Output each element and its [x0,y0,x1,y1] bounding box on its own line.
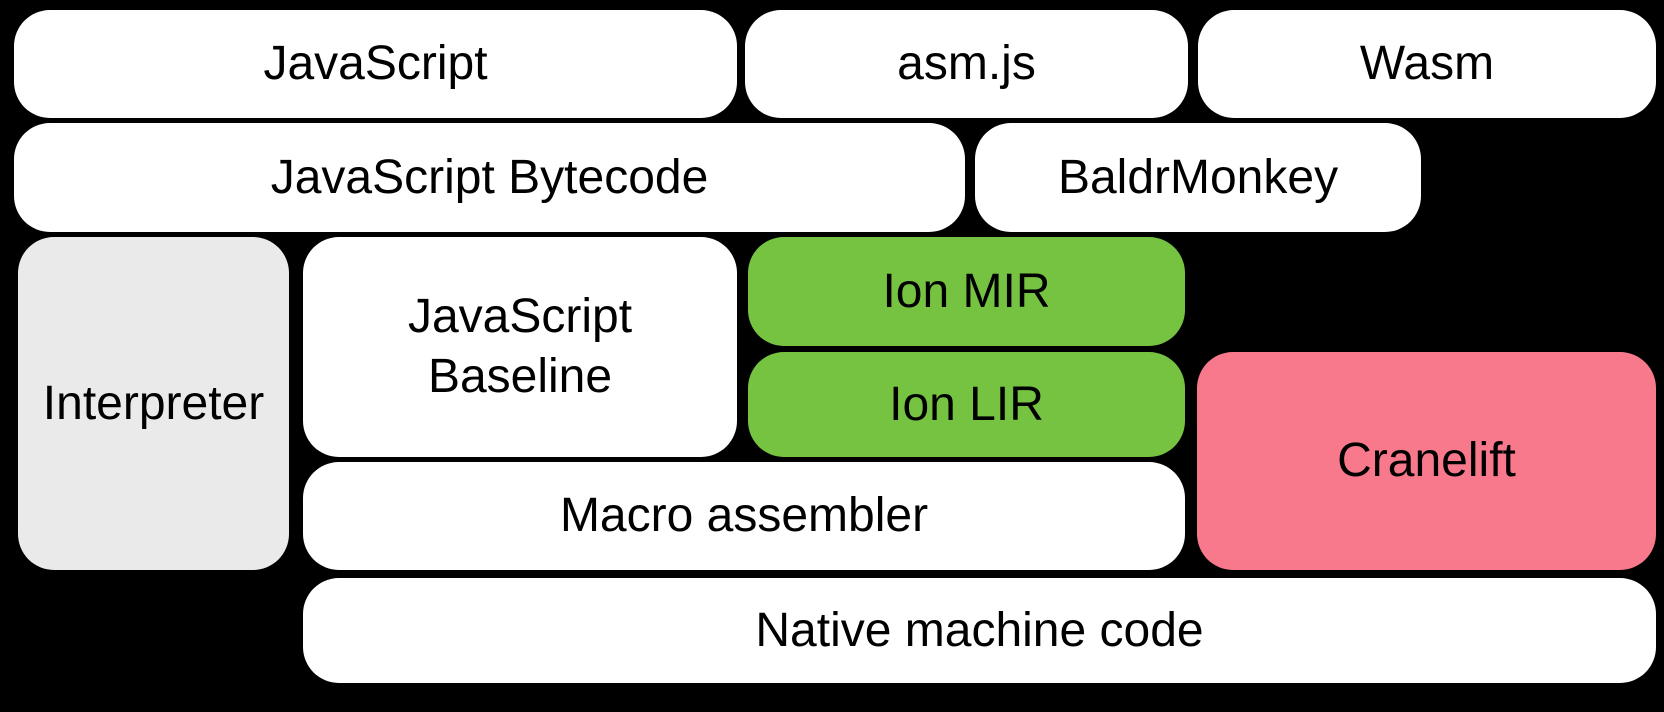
box-macro-assembler-label: Macro assembler [559,489,929,542]
box-asmjs-label: asm.js [897,37,1036,90]
box-cranelift-label: Cranelift [1337,434,1516,487]
box-interpreter: Interpreter [18,237,289,570]
box-baldrmonkey-label: BaldrMonkey [1057,150,1339,204]
box-wasm: Wasm [1198,10,1656,118]
box-native-machine-code: Native machine code [303,578,1656,683]
box-native-machine-code-label: Native machine code [755,603,1204,657]
box-baldrmonkey: BaldrMonkey [975,123,1421,232]
box-wasm-label: Wasm [1359,37,1495,90]
box-javascript-bytecode-label: JavaScript Bytecode [270,150,709,204]
box-macro-assembler: Macro assembler [303,462,1185,570]
box-javascript-baseline: JavaScript Baseline [303,237,737,457]
box-javascript: JavaScript [14,10,737,118]
box-javascript-baseline-label: JavaScript Baseline [407,290,633,403]
box-ion-lir-label: Ion LIR [889,377,1044,431]
box-asmjs: asm.js [745,10,1188,118]
box-cranelift: Cranelift [1197,352,1656,570]
box-interpreter-label: Interpreter [42,376,265,430]
box-javascript-label: JavaScript [263,37,488,90]
box-ion-mir-label: Ion MIR [882,264,1051,318]
box-ion-lir: Ion LIR [748,352,1185,457]
box-ion-mir: Ion MIR [748,237,1185,346]
box-javascript-bytecode: JavaScript Bytecode [14,123,965,232]
